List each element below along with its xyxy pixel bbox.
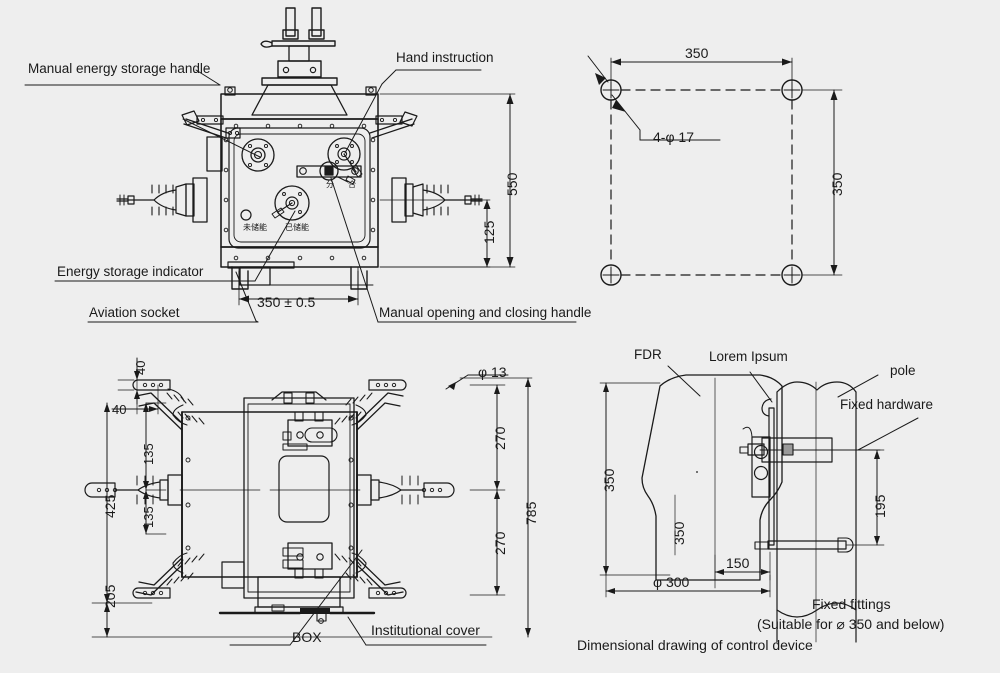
dimension-plan-right-lower: 270: [492, 531, 508, 555]
panel-mark-close: 合: [348, 180, 356, 189]
dimension-side-bracket-height: 195: [872, 494, 888, 518]
annotation-fdr: FDR: [634, 347, 662, 362]
dimension-front-mount-width: 350 ± 0.5: [257, 294, 316, 310]
dimension-front-lower-offset: 125: [481, 220, 497, 244]
annotation-institutional-cover: Institutional cover: [371, 622, 480, 638]
dimension-hole-spacing-vertical: 350: [829, 172, 845, 196]
dimension-side-depth-offset: 150: [726, 555, 750, 571]
dimension-front-overall-height: 550: [504, 172, 520, 196]
annotation-aviation-socket: Aviation socket: [89, 305, 180, 320]
annotation-lorem-ipsum: Lorem Ipsum: [709, 349, 788, 364]
callout-hole-count-diameter: 4-φ 17: [653, 129, 694, 145]
dimension-plan-right-upper: 270: [492, 426, 508, 450]
dimension-plan-bolt-diameter: φ 13: [478, 364, 507, 380]
caption-fixed-fittings-note: (Suitable for ⌀ 350 and below): [757, 616, 945, 632]
annotation-pole: pole: [890, 363, 916, 378]
dimension-plan-bushing-lower: 135: [141, 506, 156, 528]
annotation-box: BOX: [292, 629, 322, 645]
dimension-plan-left-overall: 425: [102, 494, 118, 518]
panel-mark-charged: 已储能: [285, 223, 309, 232]
page-title: Dimensional drawing of control device: [577, 637, 813, 653]
dimension-plan-bracket-offset-lower: 40: [112, 402, 127, 417]
front-view-geometry: [24, 7, 577, 323]
dimension-side-body-diameter: φ 300: [653, 574, 690, 590]
hole-pattern-geometry: [587, 55, 843, 286]
annotation-fixed-hardware: Fixed hardware: [840, 397, 934, 412]
annotation-manual-energy-storage-handle: Manual energy storage handle: [28, 61, 211, 76]
dimension-side-height-left: 350: [601, 468, 617, 492]
dimension-plan-bushing-upper: 135: [141, 443, 156, 465]
plan-view-geometry: [84, 357, 533, 646]
dimension-plan-right-overall: 785: [523, 501, 539, 525]
annotation-hand-instruction: Hand instruction: [396, 50, 494, 65]
dimension-plan-bracket-offset-upper: 40: [133, 360, 148, 375]
annotation-energy-storage-indicator: Energy storage indicator: [57, 264, 204, 279]
panel-mark-open: 分: [326, 180, 334, 189]
dimension-plan-left-lower: 205: [102, 584, 118, 608]
dimension-side-height-inner: 350: [671, 521, 687, 545]
annotation-manual-opening-and-closing-handle: Manual opening and closing handle: [379, 305, 592, 320]
panel-mark-not-charged: 未储能: [243, 223, 267, 232]
caption-fixed-fittings: Fixed fittings: [812, 596, 891, 612]
dimension-hole-spacing-horizontal: 350: [685, 45, 709, 61]
side-view-geometry: [599, 365, 919, 643]
